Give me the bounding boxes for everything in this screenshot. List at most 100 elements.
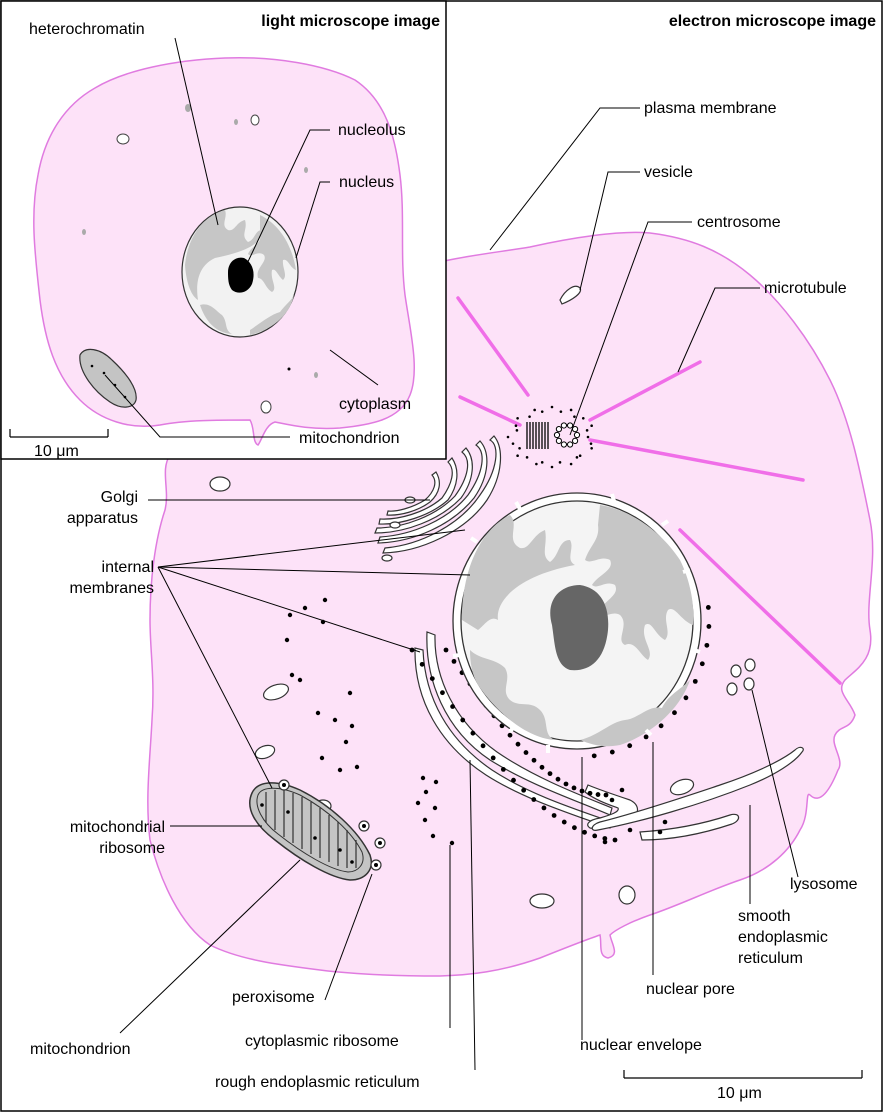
pericentriolar-dot	[535, 463, 538, 466]
lm-mito-dot	[91, 365, 94, 368]
er-ribosome	[508, 733, 513, 738]
pericentriolar-dot	[590, 442, 593, 445]
er-ribosome	[604, 793, 609, 798]
free-ribosome	[338, 768, 342, 772]
golgi-vesicle	[382, 555, 392, 561]
er-ribosome	[531, 797, 536, 802]
pericentriolar-dot	[590, 447, 593, 450]
nuclear-ribosome	[704, 643, 709, 648]
lysosome-shape	[745, 659, 755, 671]
pericentriolar-dot	[512, 442, 515, 445]
free-ribosome	[348, 691, 352, 695]
er-ribosome	[610, 798, 615, 803]
pericentriolar-dot	[587, 436, 590, 439]
er-ribosome	[572, 825, 577, 830]
centriole-ring-dot	[556, 438, 561, 443]
label-nuclear-pore: nuclear pore	[646, 981, 735, 998]
nuclear-pore-gap	[683, 570, 690, 572]
er-ribosome	[452, 659, 457, 664]
free-ribosome	[323, 598, 327, 602]
pericentriolar-dot	[570, 463, 573, 466]
golgi-vesicle	[390, 522, 400, 528]
er-ribosome	[596, 792, 601, 797]
label-nuclear-envelope: nuclear envelope	[580, 1037, 702, 1054]
er-ribosome	[542, 806, 547, 811]
er-ribosome	[511, 778, 516, 783]
er-ribosome	[540, 765, 545, 770]
lm-granule	[314, 372, 318, 378]
free-ribosome	[421, 776, 425, 780]
nuclear-pore-gap	[694, 650, 700, 652]
free-ribosome	[298, 678, 302, 682]
label-peroxisome: peroxisome	[232, 989, 315, 1006]
label-mitochondrion-lm: mitochondrion	[299, 430, 400, 447]
pericentriolar-dot	[586, 429, 589, 432]
free-ribosome	[344, 740, 348, 744]
er-ribosome	[556, 777, 561, 782]
free-ribosome	[431, 834, 435, 838]
pericentriolar-dot	[515, 424, 518, 427]
pericentriolar-dot	[528, 415, 531, 418]
vesicle-shape	[530, 894, 554, 908]
label-plasma-membrane: plasma membrane	[644, 100, 777, 117]
centriole-ring-dot	[574, 432, 579, 437]
er-ribosome	[460, 718, 465, 723]
er-ribosome	[588, 791, 593, 796]
lm-dot	[288, 368, 291, 371]
nuclear-ribosome	[627, 743, 632, 748]
free-ribosome	[416, 801, 420, 805]
mito-ribosome-dot	[286, 810, 290, 814]
label-internal-line2: membranes	[70, 580, 154, 597]
label-nucleolus: nucleolus	[338, 122, 406, 139]
nuclear-ribosome	[706, 605, 711, 610]
label-mitochondrion-em: mitochondrion	[30, 1041, 131, 1058]
centriole-ring-dot	[567, 423, 572, 428]
free-ribosome	[333, 718, 337, 722]
scale-bar-light-label: 10 μm	[34, 443, 79, 460]
pericentriolar-dot	[582, 417, 585, 420]
nuclear-ribosome	[684, 695, 689, 700]
er-ribosome	[620, 788, 625, 793]
label-vesicle: vesicle	[644, 164, 693, 181]
er-ribosome	[628, 828, 633, 833]
er-ribosome	[548, 771, 553, 776]
pericentriolar-dot	[573, 415, 576, 418]
er-ribosome	[663, 820, 668, 825]
lm-mito-dot	[103, 372, 106, 375]
pericentriolar-dot	[533, 409, 536, 412]
lm-granule	[234, 119, 238, 125]
nuclear-pore-gap	[453, 655, 460, 656]
nuclear-ribosome	[700, 661, 705, 666]
er-ribosome	[572, 786, 577, 791]
vesicle-shape	[619, 886, 635, 904]
centriole-ring-dot	[561, 423, 566, 428]
pericentriolar-dot	[516, 454, 519, 457]
er-ribosome	[613, 838, 618, 843]
er-ribosome	[564, 782, 569, 787]
nuclear-ribosome	[693, 679, 698, 684]
pericentriolar-dot	[516, 429, 519, 432]
label-mito-ribosome-line1: mitochondrial	[70, 819, 165, 836]
centriole-ring-dot	[572, 438, 577, 443]
mito-ribosome-dot	[313, 836, 317, 840]
pericentriolar-dot	[518, 447, 521, 450]
pericentriolar-dot	[559, 461, 562, 464]
label-nucleus: nucleus	[339, 174, 394, 191]
scale-bar-electron-label: 10 μm	[717, 1085, 762, 1102]
free-ribosome	[285, 638, 289, 642]
lm-vesicle	[117, 134, 129, 144]
er-ribosome	[562, 820, 567, 825]
label-smooth-er-line1: smooth	[738, 908, 790, 925]
er-ribosome	[521, 788, 526, 793]
er-ribosome	[430, 676, 435, 681]
pericentriolar-dot	[541, 410, 544, 413]
electron-microscope-title: electron microscope image	[669, 13, 876, 30]
free-ribosome	[320, 756, 324, 760]
er-ribosome	[552, 813, 557, 818]
free-ribosome	[316, 711, 320, 715]
pericentriolar-dot	[526, 456, 529, 459]
pericentriolar-dot	[579, 454, 582, 457]
nuclear-ribosome	[672, 710, 677, 715]
